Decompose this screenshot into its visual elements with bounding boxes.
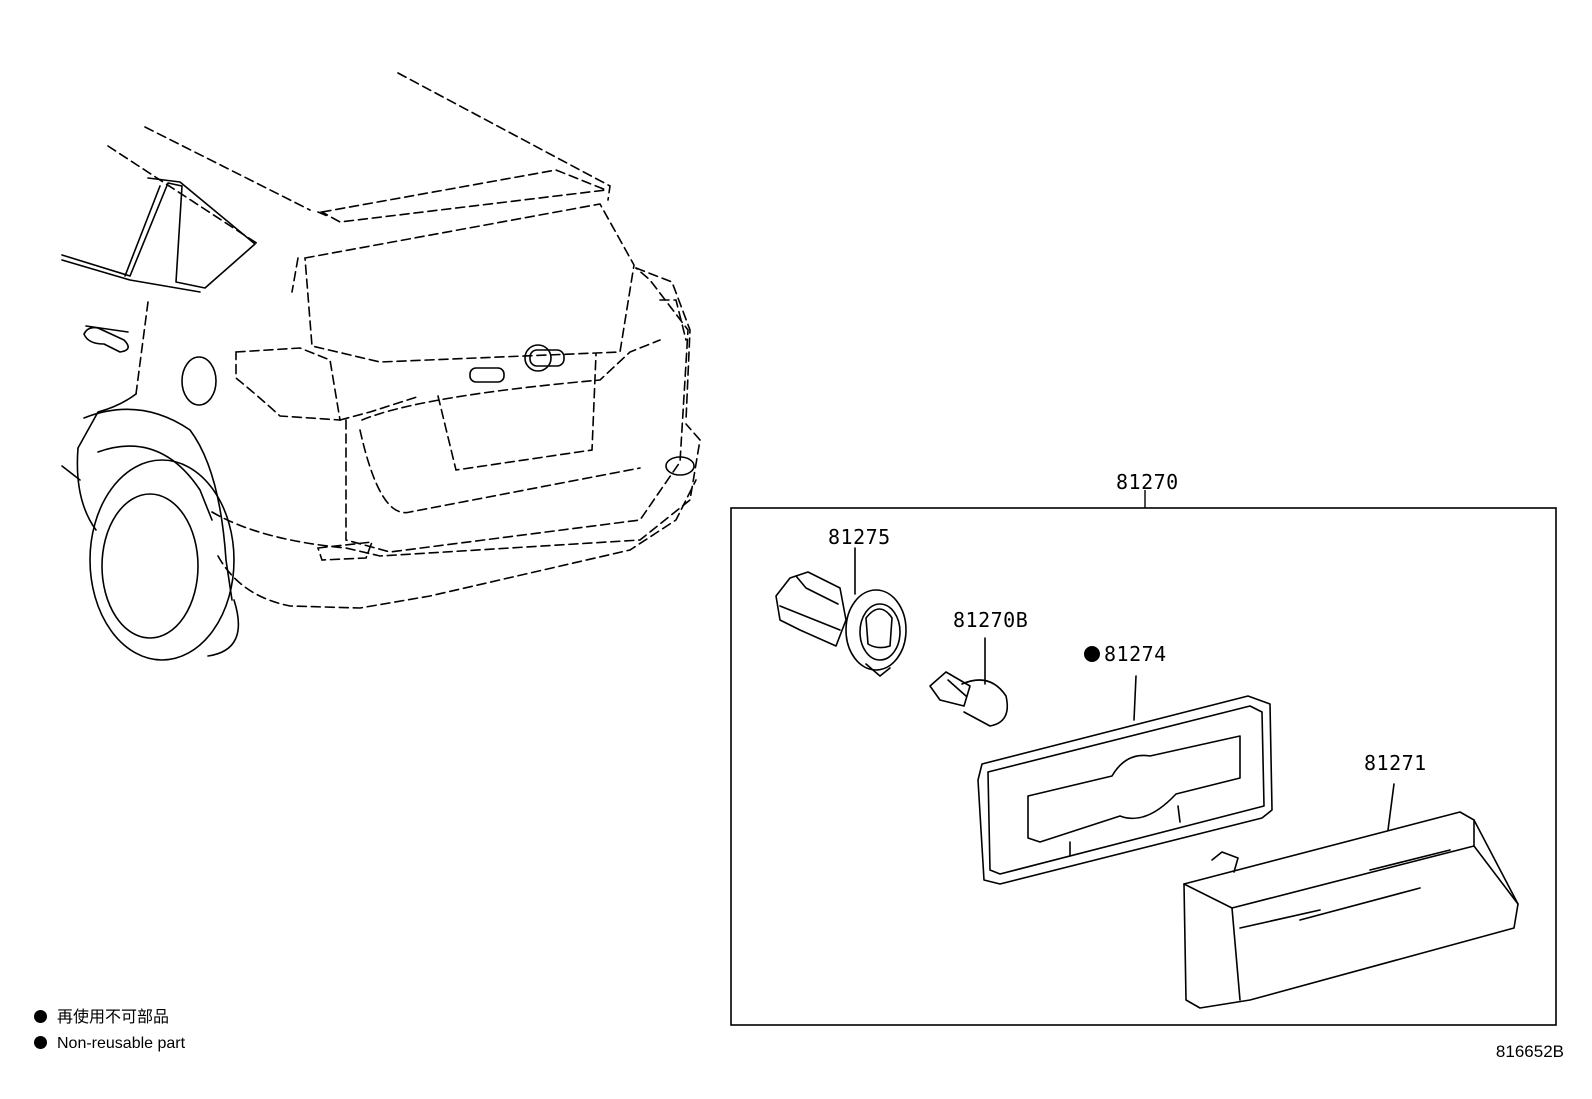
legend-text-en: Non-reusable part bbox=[57, 1035, 186, 1052]
gasket-part bbox=[977, 675, 1273, 885]
non-reusable-marker-icon bbox=[1084, 646, 1100, 662]
legend-text-jp: 再使用不可部品 bbox=[57, 1009, 170, 1026]
bullet-icon bbox=[34, 1010, 47, 1023]
lens-part bbox=[1183, 783, 1519, 1009]
bulb-part bbox=[929, 637, 1009, 727]
assembly-frame bbox=[730, 490, 1557, 1026]
callout-81271: 81271 bbox=[1364, 751, 1427, 775]
legend-line-jp: 再使用不可部品 bbox=[34, 1010, 169, 1026]
figure-id: 816652B bbox=[1495, 1042, 1564, 1061]
callout-81275: 81275 bbox=[828, 525, 891, 549]
callout-81270b: 81270B bbox=[953, 608, 1029, 632]
callout-81274: 81274 bbox=[1104, 642, 1167, 666]
callout-81270: 81270 bbox=[1116, 470, 1179, 494]
legend-line-en: Non-reusable part bbox=[34, 1036, 185, 1052]
vehicle-rear-illustration bbox=[61, 72, 701, 661]
socket-part bbox=[775, 547, 907, 677]
bullet-icon bbox=[34, 1036, 47, 1049]
